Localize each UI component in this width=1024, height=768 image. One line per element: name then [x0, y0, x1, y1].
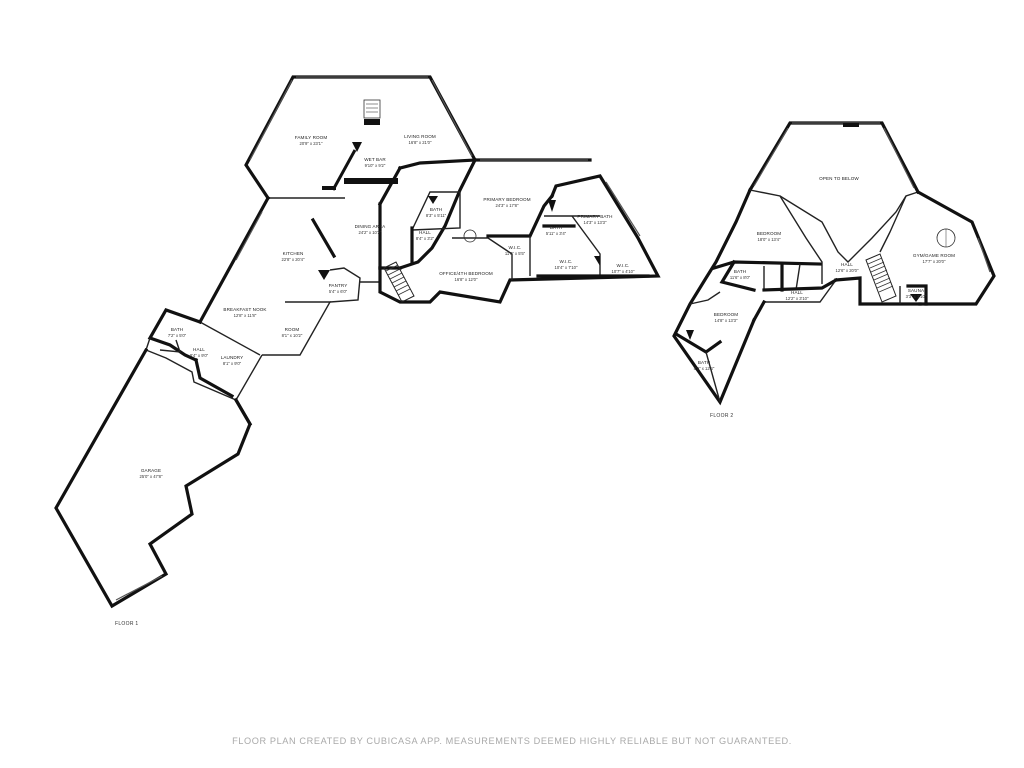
garage-walls	[54, 347, 252, 609]
floor-2-plan: OPEN TO BELOW BEDROOM 18'0" x 13'4" BATH…	[672, 121, 996, 419]
room-name: PRIMARY BATH	[577, 214, 612, 219]
wet-bar-counter	[322, 142, 398, 191]
room-name: SAUNA	[908, 288, 925, 293]
room-dims: 17'7" x 20'0"	[923, 259, 946, 264]
primary-suite-walls	[378, 157, 661, 304]
laundry-bath-walls	[145, 308, 263, 427]
room-dims: 8'3" x 5'11"	[426, 213, 447, 218]
room-name: FAMILY ROOM	[295, 135, 328, 140]
floor-2-gym-wing	[834, 189, 996, 306]
floor-label: FLOOR 1	[115, 621, 139, 627]
room-dims: 8'1" x 10'2"	[282, 333, 303, 338]
floor-2-stair	[865, 253, 897, 303]
room-name: GARAGE	[141, 468, 161, 473]
room-name: HALL	[419, 230, 431, 235]
room-name: DINING AREA	[355, 224, 387, 229]
spiral-stair-icon	[463, 229, 477, 243]
room-dims: 8'4" x 3'2"	[416, 236, 435, 241]
room-dims: 11'6" x 8'0"	[730, 275, 751, 280]
room-name: KITCHEN	[283, 251, 304, 256]
room-name: ROOM	[285, 327, 300, 332]
floor-1-plan: FAMILY ROOM 20'9" x 23'1" LIVING ROOM 16…	[54, 75, 661, 627]
room-name: W.I.C.	[559, 259, 572, 264]
room-dims: 8'4" x 9'0"	[190, 353, 209, 358]
room-dims: 14'8" x 13'3"	[715, 318, 738, 323]
footer-disclaimer: FLOOR PLAN CREATED BY CUBICASA APP. MEAS…	[232, 736, 792, 746]
room-name: BEDROOM	[714, 312, 739, 317]
floor-2-labels: OPEN TO BELOW BEDROOM 18'0" x 13'4" BATH…	[694, 176, 955, 419]
room-dims: 18'0" x 13'4"	[758, 237, 781, 242]
room-dims: 5'11" x 3'4"	[546, 231, 567, 236]
room-dims: 16'8" x 12'0"	[455, 277, 478, 282]
floor-1-stair	[383, 261, 415, 303]
room-dims: 24'3" x 17'8"	[496, 203, 519, 208]
room-dims: 9'10" x 9'2"	[365, 163, 386, 168]
spiral-stair-icon	[936, 228, 956, 248]
room-name: OFFICE/4TH BEDROOM	[439, 271, 493, 276]
room-dims: 12'8" x 11'8"	[234, 313, 257, 318]
room-name: LIVING ROOM	[404, 134, 436, 139]
room-dims: 12'6" x 20'0"	[836, 268, 859, 273]
room-name: BEDROOM	[757, 231, 782, 236]
room-name: W.I.C.	[616, 263, 629, 268]
room-name: BREAKFAST NOOK	[223, 307, 267, 312]
kitchen-dining-walls	[197, 158, 477, 356]
family-living-walls	[244, 75, 478, 201]
room-dims: 11'8" x 5'5"	[505, 251, 526, 256]
room-name: BATH	[550, 225, 562, 230]
room-dims: 22'8" x 20'4"	[282, 257, 305, 262]
room-name: W.I.C.	[508, 245, 521, 250]
floor-2-bedroom-wing	[672, 187, 839, 406]
room-dims: 8'1" x 9'0"	[223, 361, 242, 366]
room-name: HALL	[791, 290, 803, 295]
room-name: BATH	[171, 327, 183, 332]
floor-label: FLOOR 2	[710, 413, 734, 419]
room-name: LAUNDRY	[221, 355, 244, 360]
room-dims: 3'3" x 3'10"	[906, 294, 927, 299]
room-name: BATH	[698, 360, 710, 365]
room-dims: 10'4" x 7'10"	[555, 265, 578, 270]
room-name: PRIMARY BEDROOM	[483, 197, 530, 202]
fireplace-icon	[363, 99, 381, 125]
room-dims: 24'2" x 10'2"	[359, 230, 382, 235]
room-dims: 14'3" x 13'3"	[584, 220, 607, 225]
room-dims: 5'4" x 6'0"	[329, 289, 348, 294]
room-dims: 10'7" x 4'10"	[612, 269, 635, 274]
room-dims: 25'0" x 47'8"	[140, 474, 163, 479]
floor-1-labels: FAMILY ROOM 20'9" x 23'1" LIVING ROOM 16…	[115, 134, 635, 627]
room-dims: 16'8" x 21'0"	[409, 140, 432, 145]
room-name: OPEN TO BELOW	[819, 176, 859, 181]
room-dims: 20'9" x 23'1"	[300, 141, 323, 146]
room-name: PANTRY	[329, 283, 348, 288]
room-name: HALL	[193, 347, 205, 352]
room-name: GYM/GAME ROOM	[913, 253, 955, 258]
room-dims: 12'2" x 3'10"	[786, 296, 809, 301]
room-name: HALL	[841, 262, 853, 267]
room-dims: 8'0" x 12'4"	[694, 366, 715, 371]
room-dims: 7'2" x 5'0"	[168, 333, 187, 338]
room-name: WET BAR	[364, 157, 386, 162]
open-to-below-walls	[747, 121, 921, 263]
room-name: BATH	[734, 269, 746, 274]
room-name: BATH	[430, 207, 442, 212]
